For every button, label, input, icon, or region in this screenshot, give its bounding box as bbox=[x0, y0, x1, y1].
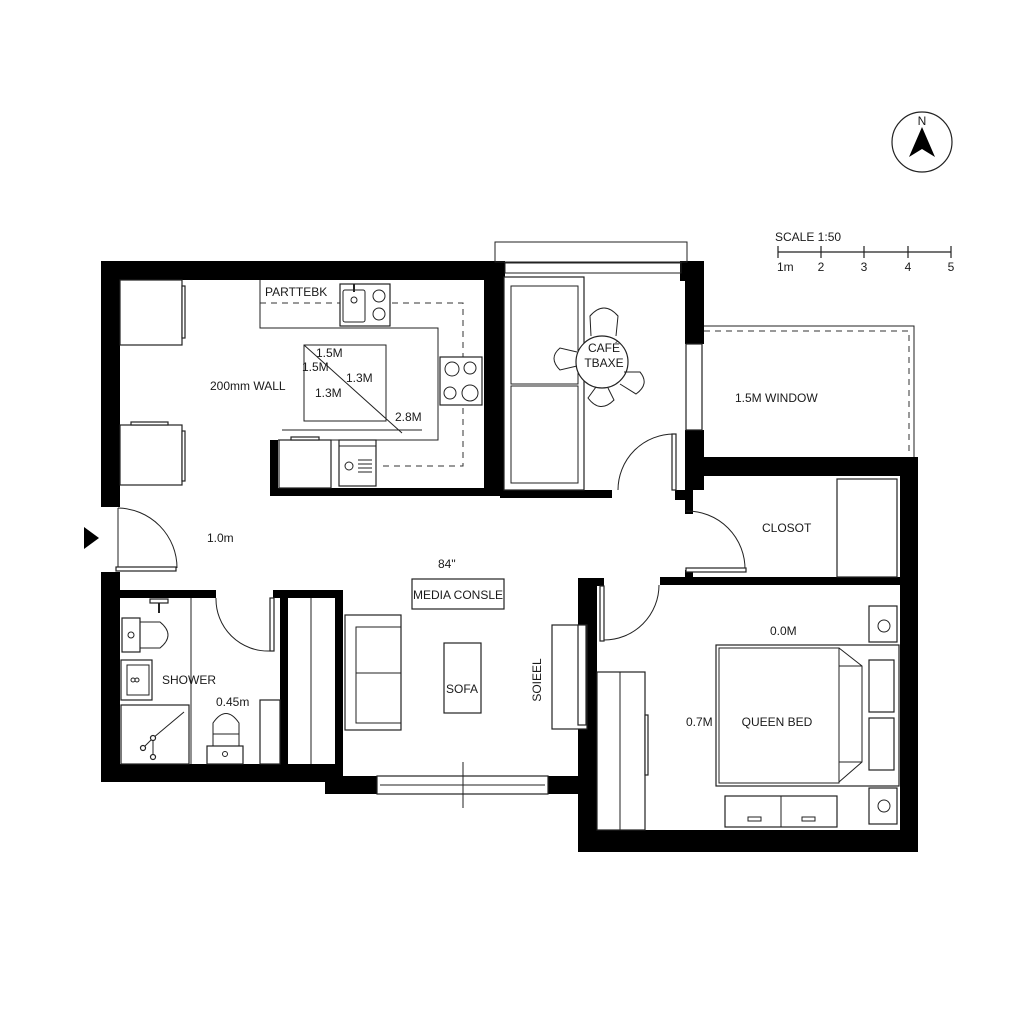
cafe-table bbox=[575, 335, 629, 389]
scale-tick-1: 1m bbox=[777, 260, 794, 274]
kitchen-dim-5: 2.8M bbox=[395, 410, 422, 424]
sink-icon bbox=[120, 659, 153, 701]
scale-tick-4: 4 bbox=[905, 260, 912, 274]
bathroom-dim: 0.45m bbox=[216, 695, 249, 709]
kitchen-dim-2: 1.5M bbox=[302, 360, 329, 374]
closet bbox=[685, 478, 898, 578]
north-label: N bbox=[918, 114, 927, 128]
fridge bbox=[278, 439, 332, 489]
window bbox=[685, 343, 703, 431]
closet-shelf bbox=[836, 478, 898, 578]
kitchen bbox=[119, 279, 483, 489]
kitchen-dim-4: 1.3M bbox=[315, 386, 342, 400]
wall-note: 200mm WALL bbox=[210, 379, 286, 393]
dining bbox=[494, 241, 703, 491]
toilet-icon bbox=[121, 617, 141, 653]
north-arrow-icon bbox=[891, 111, 953, 173]
shower-tray bbox=[120, 704, 190, 765]
bedroom-dim-top: 0.0M bbox=[770, 624, 797, 638]
balcony-label: 1.5M WINDOW bbox=[735, 391, 818, 405]
toilet-icon bbox=[206, 745, 244, 765]
wardrobe bbox=[596, 671, 646, 831]
bedroom-dim-left: 0.7M bbox=[686, 715, 713, 729]
side-label: SOIEEL bbox=[530, 658, 544, 702]
scale-tick-5: 5 bbox=[948, 260, 955, 274]
cabinet bbox=[119, 424, 183, 486]
closet-label: CLOSOT bbox=[762, 521, 812, 535]
scale-tick-2: 2 bbox=[818, 260, 825, 274]
media-console-label: MEDIA CONSLE bbox=[413, 588, 503, 602]
scale-bar bbox=[777, 246, 952, 258]
dining-label-2: TBAXE bbox=[584, 356, 623, 370]
bathroom-label: SHOWER bbox=[162, 673, 216, 687]
kitchen-label: PARTTEBK bbox=[265, 285, 327, 299]
nightstand bbox=[868, 605, 898, 643]
entry-arrow-icon bbox=[84, 527, 99, 549]
kitchen-dim-1: 1.5M bbox=[316, 346, 343, 360]
pillow bbox=[868, 659, 895, 713]
entry-door[interactable] bbox=[115, 507, 178, 572]
balcony bbox=[704, 325, 915, 457]
entry-dim: 1.0m bbox=[207, 531, 234, 545]
dining-label-1: CAFÉ bbox=[588, 340, 620, 355]
oven-icon bbox=[338, 439, 377, 487]
nightstand bbox=[868, 787, 898, 825]
walls bbox=[101, 261, 918, 852]
cabinet bbox=[119, 279, 183, 346]
bedroom bbox=[577, 605, 900, 831]
coffee-table bbox=[443, 642, 482, 714]
bed-label: QUEEN BED bbox=[742, 715, 813, 729]
living-dim: 84" bbox=[438, 557, 456, 571]
media-console bbox=[411, 578, 505, 610]
scale-tick-3: 3 bbox=[861, 260, 868, 274]
scale-title: SCALE 1:50 bbox=[775, 230, 841, 244]
kitchen-dim-3: 1.3M bbox=[346, 371, 373, 385]
pillow bbox=[868, 717, 895, 771]
sofa-label: SOFA bbox=[446, 682, 478, 696]
bathroom bbox=[120, 597, 312, 765]
